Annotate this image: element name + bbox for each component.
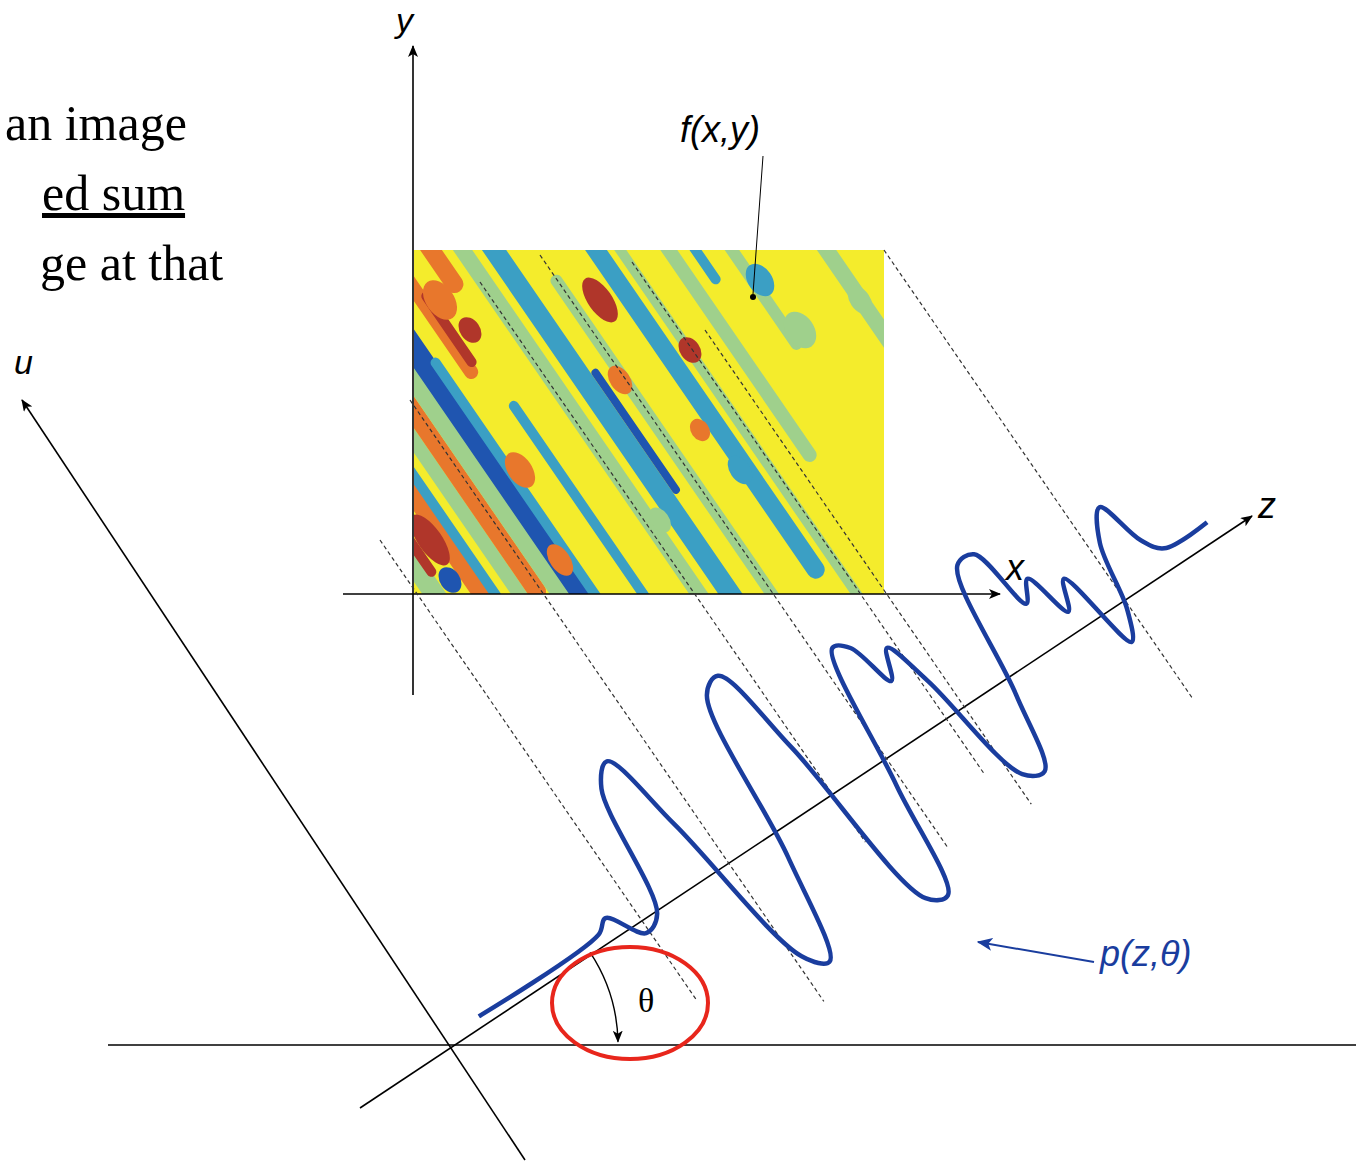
projection-ray <box>410 400 824 1001</box>
projection-ray <box>540 255 948 848</box>
projection-lines <box>380 250 1192 1001</box>
image-blob <box>603 361 638 399</box>
slide-text: ge at that <box>40 236 223 291</box>
image-blob <box>645 503 676 536</box>
axes <box>22 46 1356 1160</box>
axis-label: y <box>396 2 413 39</box>
projection-label: p(z,θ) <box>1100 934 1192 974</box>
highlight-circle <box>552 947 708 1059</box>
image-blob <box>843 281 878 319</box>
leader-dot <box>750 294 756 300</box>
image-field <box>414 250 884 594</box>
projection-curve <box>479 507 1207 1016</box>
projection-ray <box>480 282 865 842</box>
slide-text: ed sum <box>42 166 185 221</box>
function-label: f(x,y) <box>680 110 760 150</box>
baseline <box>108 1044 1356 1046</box>
slide-text: an image <box>5 96 187 151</box>
image-blob <box>740 258 780 301</box>
image-band <box>455 250 805 352</box>
image-bands <box>414 250 884 594</box>
projection-ray <box>632 262 985 775</box>
image-blob <box>575 272 624 328</box>
image-band <box>550 250 884 594</box>
projection-ray <box>884 250 1192 698</box>
image-band <box>544 250 722 286</box>
axis-label: u <box>14 344 33 381</box>
axis-label: x <box>1006 548 1024 588</box>
image-blob <box>777 306 823 355</box>
image-blob <box>454 313 486 347</box>
angle-arc <box>590 952 618 1041</box>
u-axis <box>22 400 525 1160</box>
image-blob <box>499 447 542 494</box>
image-blob <box>541 540 578 581</box>
y-axis <box>412 46 414 695</box>
image-blob <box>723 451 758 489</box>
image-blob <box>414 509 457 572</box>
image-blob <box>416 274 464 326</box>
leader-line <box>753 156 763 294</box>
image-blob <box>434 563 466 594</box>
image-blob <box>686 415 715 445</box>
axis-label: z <box>1258 486 1276 526</box>
angle-label: θ <box>638 982 654 1019</box>
image-band <box>414 250 819 465</box>
z-axis <box>360 516 1252 1108</box>
x-axis <box>343 593 1000 595</box>
leader-arrow <box>978 942 1094 962</box>
